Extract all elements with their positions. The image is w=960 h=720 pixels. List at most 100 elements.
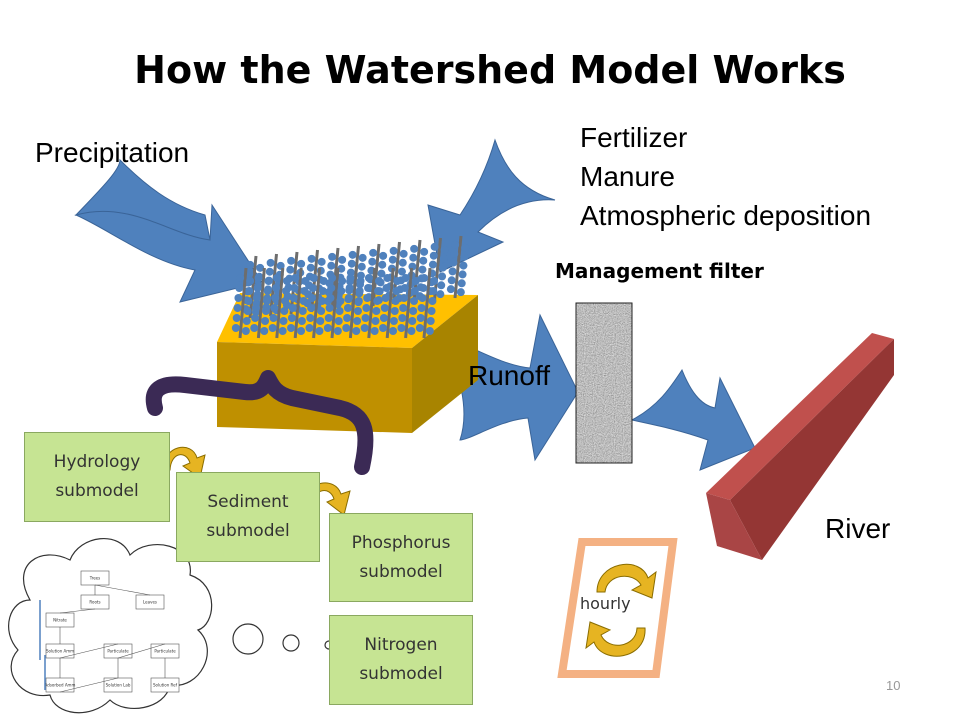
phosphorus-submodel-box: Phosphorus submodel — [329, 513, 473, 602]
runoff-label: Runoff — [468, 360, 550, 391]
mini-node-label: Trees — [89, 576, 100, 581]
tree-leaf — [449, 258, 458, 267]
tree-leaf — [380, 304, 389, 312]
tree-leaf — [327, 261, 336, 270]
mini-node-label: Leaves — [143, 600, 157, 605]
tree-leaf — [383, 274, 392, 282]
tree-leaf — [427, 307, 436, 315]
mini-node-label: Solution Amm — [46, 649, 74, 654]
tree-trunk — [422, 267, 432, 339]
tree-leaf — [299, 297, 308, 305]
mini-link — [94, 584, 151, 596]
tree-trunk — [371, 243, 381, 307]
input-atmospheric-deposition: Atmospheric deposition — [580, 200, 872, 231]
tree-leaf — [289, 294, 298, 302]
tree-leaf — [459, 261, 468, 270]
tree-trunk — [453, 235, 463, 299]
tree-leaf — [370, 327, 379, 335]
inputs-list: Fertilizer Manure Atmospheric deposition — [580, 118, 871, 235]
tree-leaf — [328, 274, 337, 282]
hourly-frame — [557, 538, 678, 678]
input-fertilizer: Fertilizer — [580, 122, 688, 153]
tree-leaf — [436, 290, 445, 299]
tree-leaf — [291, 274, 300, 282]
tree-leaf — [418, 265, 427, 274]
tree-leaf — [253, 284, 262, 292]
precipitation-arrow — [74, 158, 263, 303]
tree-leaf — [418, 294, 427, 302]
tree-leaf — [246, 260, 255, 269]
sediment-submodel-box: Sediment submodel — [176, 472, 320, 562]
mini-node-label: Solution Ref — [153, 683, 178, 688]
tree-trunk — [238, 267, 248, 339]
tree-leaf — [287, 324, 296, 332]
tree-leaf — [400, 294, 409, 302]
tree-leaf — [368, 257, 377, 266]
tree-leaf — [260, 327, 269, 335]
tree-leaf — [281, 297, 290, 305]
tree-leaf — [342, 324, 351, 332]
tree-leaf — [364, 284, 373, 292]
tree-leaf — [324, 314, 333, 322]
tree-leaf — [298, 307, 307, 315]
tree-leaf — [335, 307, 344, 315]
tree-leaf — [410, 244, 419, 253]
tree-leaf — [369, 248, 378, 257]
tree-leaf — [410, 297, 419, 305]
tree-leaf — [428, 297, 437, 305]
precipitation-label: Precipitation — [35, 137, 190, 168]
tree-trunk — [289, 251, 299, 315]
tree-leaf — [241, 327, 250, 335]
tree-leaf — [374, 277, 383, 285]
tree-leaf — [300, 287, 309, 295]
tree-leaf — [426, 317, 435, 325]
tree-leaf — [390, 307, 399, 315]
tree-leaf — [379, 314, 388, 322]
tree-leaf — [357, 262, 366, 271]
tree-leaf — [318, 287, 327, 295]
tree-trunk — [348, 267, 358, 339]
tree-leaf — [352, 327, 361, 335]
tree-leaf — [282, 287, 291, 295]
slide-title: How the Watershed Model Works — [134, 48, 846, 92]
tree-leaf — [438, 272, 447, 281]
tree-leaf — [235, 284, 244, 292]
tree-leaf — [269, 314, 278, 322]
tree-leaf — [456, 288, 465, 297]
tree-leaf — [234, 294, 243, 302]
input-manure: Manure — [580, 161, 675, 192]
tree-leaf — [252, 294, 261, 302]
tree-leaf — [316, 317, 325, 325]
tree-leaf — [379, 251, 388, 260]
tree-leaf — [326, 294, 335, 302]
mini-node-label: Nitrate — [53, 618, 67, 623]
tree-leaf — [308, 294, 317, 302]
tree-leaf — [457, 279, 466, 288]
tree-leaf — [399, 304, 408, 312]
tree-leaf — [399, 249, 408, 258]
mini-link — [59, 677, 119, 693]
cycle-arrow-bottom-icon — [585, 621, 646, 657]
tree-trunk — [248, 255, 258, 319]
tree-leaf — [461, 243, 470, 252]
tree-leaf — [374, 287, 383, 295]
tree-leaf — [358, 253, 367, 262]
tree-leaf — [261, 307, 270, 315]
tree-leaf — [373, 297, 382, 305]
mini-node-label: Particulate — [154, 649, 176, 654]
tree-leaf — [460, 252, 469, 261]
tree-trunk — [330, 267, 340, 339]
tree-leaf — [327, 284, 336, 292]
tree-leaf — [236, 274, 245, 282]
tree-leaf — [389, 327, 398, 335]
tree-leaf — [353, 307, 362, 315]
tree-leaf — [256, 263, 265, 272]
tree-leaf — [345, 284, 354, 292]
tree-leaf — [408, 317, 417, 325]
land-block — [217, 293, 478, 433]
tree-leaf — [336, 297, 345, 305]
tree-leaf — [398, 314, 407, 322]
tree-leaf — [389, 246, 398, 255]
tree-leaf — [363, 294, 372, 302]
